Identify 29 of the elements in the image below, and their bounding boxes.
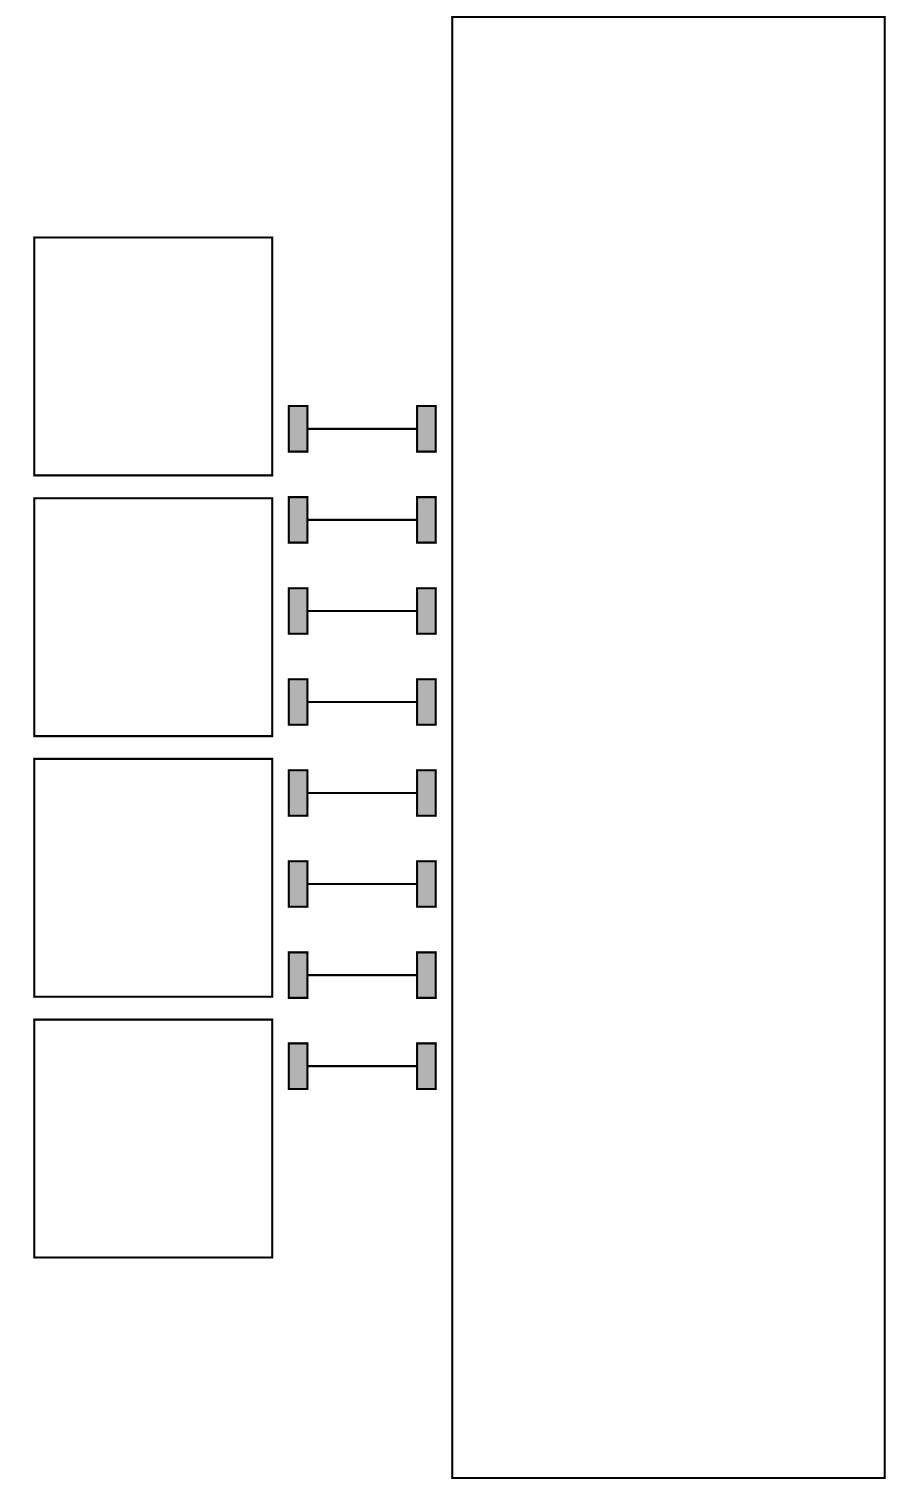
node-box [415,405,437,453]
node-box [415,678,437,726]
connector [307,792,416,795]
node-box [287,405,308,453]
node-box [415,769,437,817]
connector [307,700,416,703]
node-box [287,496,308,544]
node-box [32,497,273,738]
node-box [287,769,308,817]
node-box [287,860,308,908]
connector [307,883,416,886]
connector [307,427,416,430]
node-box [450,16,886,1479]
node-box [415,1042,437,1090]
node-box [32,757,273,998]
node-box [415,496,437,544]
node-box [415,951,437,999]
connector [307,1065,416,1068]
connector [307,974,416,977]
node-box [287,951,308,999]
connector [307,609,416,612]
node-box [287,678,308,726]
node-box [287,587,308,635]
node-box [415,860,437,908]
node-box [415,587,437,635]
connector [307,518,416,521]
node-box [32,1018,273,1259]
node-box [287,1042,308,1090]
node-box [32,236,273,477]
